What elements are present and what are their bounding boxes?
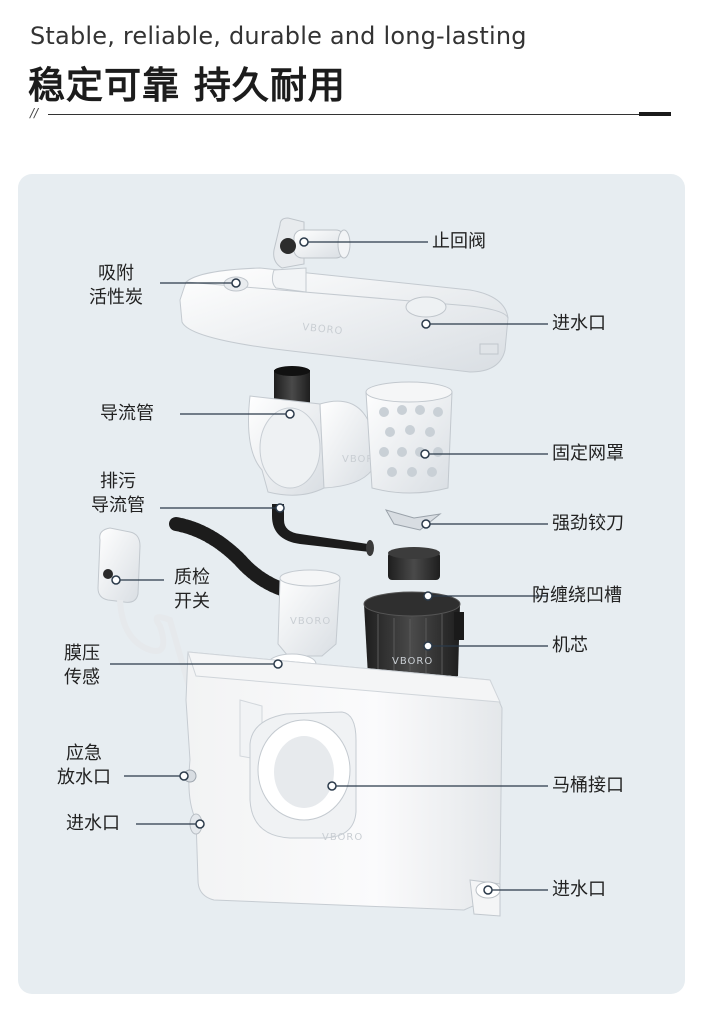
qc-switch-device — [97, 527, 193, 691]
label-drain-pipe-line1: 排污 — [100, 471, 136, 492]
label-blade: 强劲铰刀 — [552, 513, 624, 534]
membrane-sensor: VBORO — [267, 569, 341, 675]
divider-accent — [639, 112, 671, 116]
subtitle: Stable, reliable, durable and long-lasti… — [30, 22, 527, 50]
label-inlet-bottom: 进水口 — [552, 879, 606, 900]
main-tank: VBORO — [183, 651, 503, 917]
label-qc-switch-line2: 开关 — [174, 591, 210, 612]
label-drain-pipe: 排污 导流管 — [78, 470, 158, 518]
label-inlet-left: 进水口 — [66, 813, 120, 834]
leader-lines — [110, 241, 548, 891]
guide-pipe: VBORO — [248, 366, 383, 496]
lid: VBORO — [179, 267, 509, 373]
brand-mark-tank: VBORO — [322, 832, 363, 843]
brand-mark-core: VBORO — [392, 656, 433, 667]
label-check-valve: 止回阀 — [432, 231, 486, 252]
label-inlet-top: 进水口 — [552, 313, 606, 334]
divider-slash: // — [30, 106, 39, 120]
label-activated-carbon-line1: 吸附 — [98, 263, 134, 284]
leader-dots — [111, 237, 493, 895]
label-qc-switch-line1: 质检 — [174, 567, 210, 588]
label-emergency-drain: 应急 放水口 — [46, 742, 122, 790]
label-toilet-port: 马桶接口 — [552, 775, 624, 796]
label-emergency-line2: 放水口 — [57, 767, 111, 788]
label-fixed-mesh: 固定网罩 — [552, 443, 624, 464]
brand-mark-sensor: VBORO — [290, 616, 331, 627]
check-valve — [271, 217, 351, 293]
label-activated-carbon-line2: 活性炭 — [89, 287, 143, 308]
label-drain-pipe-line2: 导流管 — [91, 495, 145, 516]
cutter-blade — [384, 509, 442, 531]
label-membrane-line2: 传感 — [64, 667, 100, 688]
label-membrane-line1: 膜压 — [64, 643, 100, 664]
label-activated-carbon: 吸附 活性炭 — [76, 262, 156, 310]
label-qc-switch: 质检 开关 — [164, 566, 220, 614]
page-title: 稳定可靠 持久耐用 — [28, 64, 346, 107]
mesh-basket — [365, 381, 453, 494]
label-guide-pipe: 导流管 — [100, 403, 154, 424]
label-emergency-line1: 应急 — [66, 743, 102, 764]
brand-mark-guide: VBORO — [342, 454, 383, 465]
brand-mark-lid: VBORO — [302, 322, 344, 337]
drain-pipe — [169, 504, 374, 599]
label-anti-tangle: 防缠绕凹槽 — [532, 585, 622, 606]
label-membrane: 膜压 传感 — [54, 642, 110, 690]
label-core: 机芯 — [552, 635, 588, 656]
divider-line — [48, 114, 646, 115]
